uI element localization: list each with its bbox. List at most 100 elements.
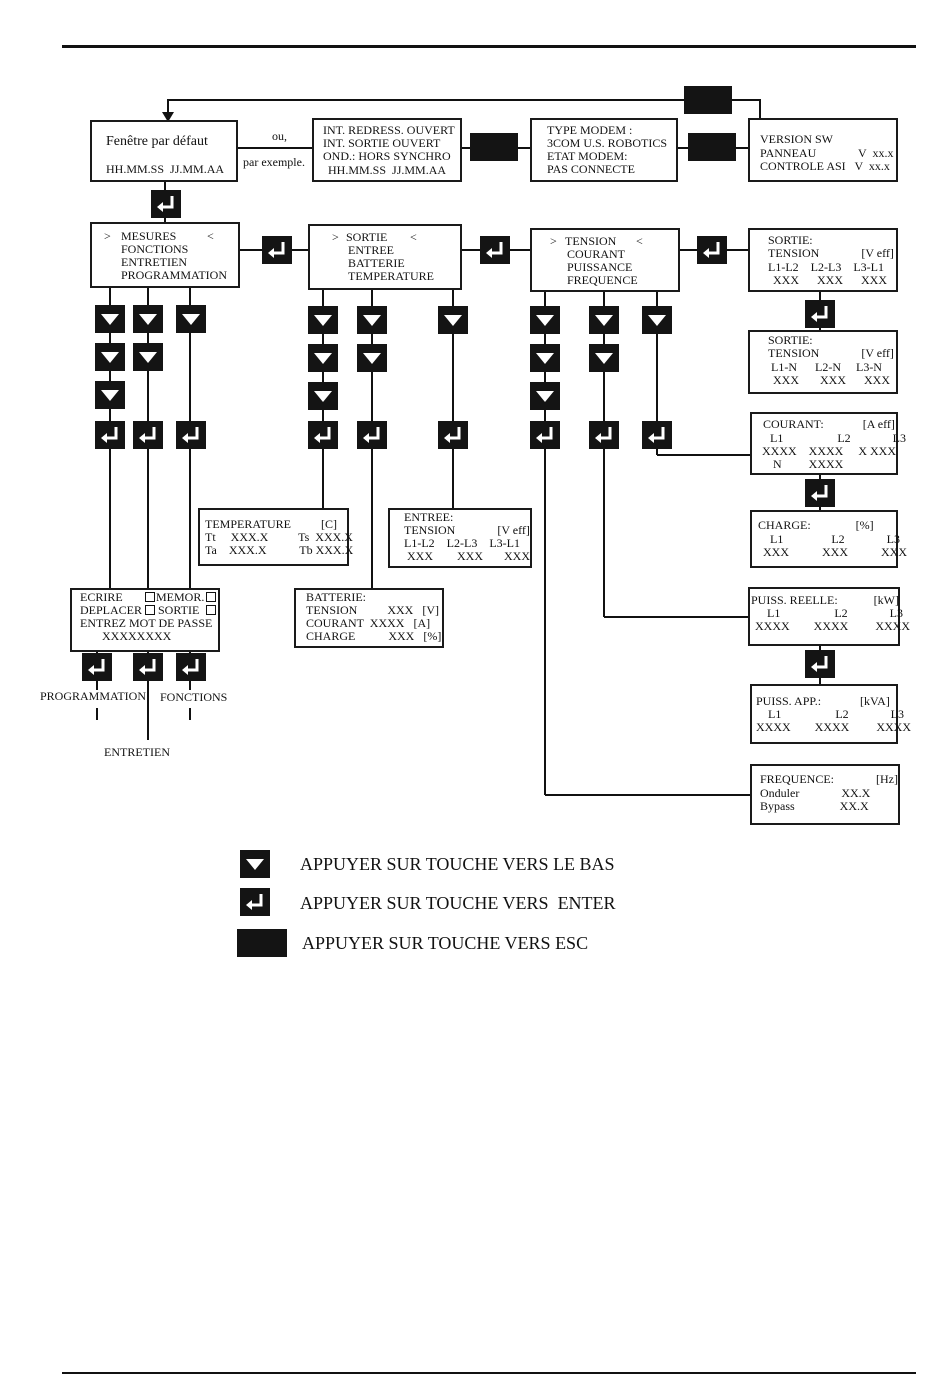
enter-key-icon — [268, 242, 285, 258]
esc-key-icon — [684, 86, 732, 114]
enter-key-icon — [314, 427, 331, 443]
modem-line-1: TYPE MODEM : — [547, 123, 633, 137]
charge-line-3: XXX XXX XXX — [763, 545, 907, 559]
down-arrow-key-icon — [536, 391, 554, 402]
down-arrow-key — [530, 306, 560, 334]
enter-key-icon — [486, 242, 503, 258]
entree-line-2: TENSION [V eff] — [404, 523, 530, 537]
down-arrow-key-icon — [182, 314, 200, 325]
version-window-box — [748, 118, 898, 182]
main-menu-mesures: MESURES — [121, 229, 177, 243]
enter-key — [151, 190, 181, 218]
down-arrow-key — [176, 305, 206, 333]
esc-key-icon — [237, 929, 287, 957]
courant-box — [750, 412, 898, 475]
charge-box — [750, 510, 898, 568]
password-memor: MEMOR. — [156, 590, 205, 604]
batterie-line-1: BATTERIE: — [306, 590, 366, 604]
example-label: par exemple. — [243, 155, 305, 169]
down-arrow-key-icon — [101, 352, 119, 363]
down-arrow-key — [133, 343, 163, 371]
enter-key-icon — [536, 427, 553, 443]
enter-key-icon — [101, 427, 118, 443]
sortie-ll-line-2: TENSION [V eff] — [768, 246, 894, 260]
down-arrow-key-icon — [139, 314, 157, 325]
enter-key — [438, 421, 468, 449]
password-ecrire: ECRIRE — [80, 590, 123, 604]
frequence-line-2: Onduler XX.X — [760, 786, 871, 800]
down-arrow-key-icon — [536, 315, 554, 326]
puiss-reelle-line-2: L1 L2 L3 — [755, 606, 903, 620]
password-prompt: ENTREZ MOT DE PASSE — [80, 616, 213, 630]
puiss-app-line-1: PUISS. APP.: [kVA] — [756, 694, 890, 708]
alarm-line-2: INT. SORTIE OUVERT — [323, 136, 441, 150]
sortie-ln-line-3: L1-N L2-N L3-N — [768, 360, 882, 374]
enter-key-icon — [139, 427, 156, 443]
batterie-box — [294, 588, 444, 648]
alarm-line-3: OND.: HORS SYNCHRO — [323, 149, 451, 163]
enter-key — [308, 421, 338, 449]
top-rule — [62, 45, 916, 48]
modem-line-3: ETAT MODEM: — [547, 149, 628, 163]
password-sortie: SORTIE — [158, 603, 200, 617]
esc-key-icon — [688, 133, 736, 161]
enter-key-icon — [182, 659, 199, 675]
bottom-rule — [62, 1372, 916, 1374]
puiss-app-line-2: L1 L2 L3 — [756, 707, 904, 721]
legend-esc-label: APPUYER SUR TOUCHE VERS ESC — [302, 933, 589, 953]
frequence-box — [750, 764, 900, 825]
modem-line-4: PAS CONNECTE — [547, 162, 635, 176]
puiss-reelle-line-1: PUISS. REELLE: [kW] — [751, 593, 899, 607]
exit-fonctions: FONCTIONS — [160, 690, 228, 704]
down-arrow-key-icon — [363, 315, 381, 326]
down-arrow-key — [642, 306, 672, 334]
main-menu-selector: > — [104, 229, 111, 243]
down-arrow-key-icon — [314, 391, 332, 402]
frequence-line-1: FREQUENCE: [Hz] — [760, 772, 898, 786]
main-menu-caret: < — [207, 229, 214, 243]
enter-key-icon — [246, 894, 263, 910]
password-value: XXXXXXXX — [102, 629, 172, 643]
main-menu-fonctions: FONCTIONS — [121, 242, 189, 256]
enter-key-icon — [811, 656, 828, 672]
legend-enter-key — [240, 888, 270, 916]
down-arrow-key-icon — [595, 353, 613, 364]
enter-key — [133, 653, 163, 681]
alarm-window-box — [312, 118, 462, 182]
enter-key — [642, 421, 672, 449]
memor-checkbox — [206, 592, 216, 602]
down-arrow-key-icon — [139, 352, 157, 363]
sortie-ll-line-4: XXX XXX XXX — [770, 273, 887, 287]
alarm-line-4: HH.MM.SS JJ.MM.AA — [328, 163, 447, 177]
frequence-line-3: Bypass XX.X — [760, 799, 869, 813]
default-window-time: HH.MM.SS JJ.MM.AA — [106, 162, 225, 176]
enter-key — [82, 653, 112, 681]
sortie-menu-selector: > — [550, 234, 557, 248]
sortie-ln-line-1: SORTIE: — [768, 333, 813, 347]
default-window-box — [90, 120, 238, 182]
enter-key — [589, 421, 619, 449]
batterie-line-3: COURANT XXXX [A] — [306, 616, 431, 630]
enter-key — [95, 421, 125, 449]
puiss-app-box — [750, 684, 898, 744]
enter-key-icon — [363, 427, 380, 443]
entree-line-4: XXX XXX XXX — [404, 549, 530, 563]
batterie-line-4: CHARGE XXX [%] — [306, 629, 442, 643]
password-deplacer: DEPLACER — [80, 603, 143, 617]
sortie-ll-line-1: SORTIE: — [768, 233, 813, 247]
sortie-menu-puissance: PUISSANCE — [567, 260, 633, 274]
down-arrow-key — [530, 344, 560, 372]
down-arrow-key-icon — [444, 315, 462, 326]
enter-key — [133, 421, 163, 449]
down-arrow-key — [95, 381, 125, 409]
ecrire-checkbox — [145, 592, 155, 602]
sortie-menu-frequence: FREQUENCE — [567, 273, 638, 287]
down-arrow-key — [530, 382, 560, 410]
down-arrow-key — [589, 306, 619, 334]
main-menu-entretien: ENTRETIEN — [121, 255, 187, 269]
legend-down-label: APPUYER SUR TOUCHE VERS LE BAS — [300, 854, 615, 874]
courant-line-4: N XXXX — [758, 457, 844, 471]
sortie-ln-box — [748, 330, 898, 394]
down-arrow-key-icon — [363, 353, 381, 364]
enter-key-icon — [88, 659, 105, 675]
